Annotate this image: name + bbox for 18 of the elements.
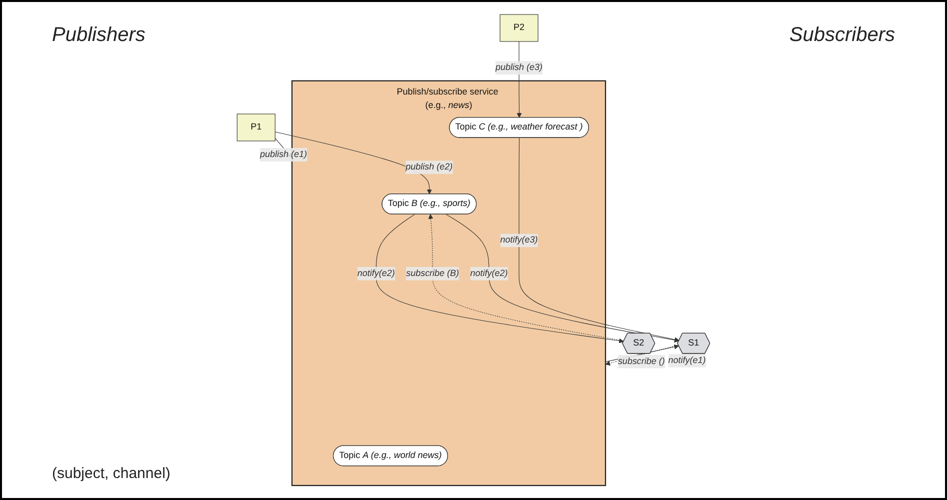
edge-label: publish (e1) (260, 150, 308, 160)
group-heading: Subscribers (789, 24, 895, 47)
node-box: P2 (500, 14, 538, 42)
edge-label: publish (e3) (496, 62, 543, 72)
group-heading: Publishers (52, 24, 146, 47)
edge-label: subscribe () (618, 356, 665, 366)
edge-label: publish (e2) (406, 162, 453, 172)
arrow (428, 214, 624, 342)
group-heading: (subject, channel) (52, 465, 170, 482)
edge-label: notify(e2) (470, 268, 508, 278)
edge-label: subscribe (B) (406, 268, 460, 278)
arrow (518, 138, 680, 342)
edge-label: notify(e3) (500, 235, 538, 245)
node-box: P1 (236, 114, 276, 142)
arrow (376, 214, 624, 344)
arrow (446, 214, 680, 343)
edge-label: notify(e2) (357, 268, 395, 278)
edge-label: notify(e1) (668, 356, 706, 366)
